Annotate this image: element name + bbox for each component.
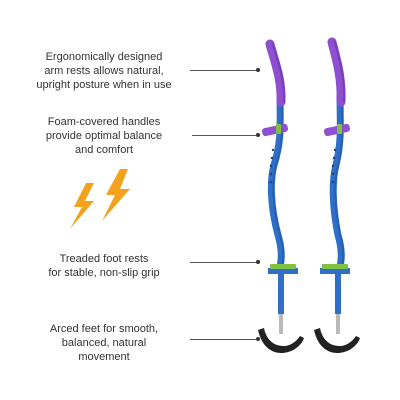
arm-rest-foam <box>327 37 346 107</box>
foot-rest-tread <box>270 264 296 269</box>
feature-line: movement <box>78 351 130 363</box>
stilts-illustration <box>258 37 360 354</box>
handle-ring <box>337 124 342 134</box>
arm-rest-foam-shade <box>334 41 346 103</box>
arced-foot <box>314 328 360 354</box>
metal-extension <box>279 314 283 334</box>
feature-line: for stable, non-slip grip <box>48 267 160 279</box>
lightning-bolt-left <box>70 183 94 229</box>
feature-line: Arced feet for smooth, <box>49 323 159 335</box>
lower-tube <box>278 274 284 314</box>
leader-dot <box>256 337 260 341</box>
feature-line: Ergonomically designed <box>45 51 163 63</box>
leader-dot <box>256 260 260 264</box>
handle-foam <box>262 123 288 137</box>
feature-line: Foam-covered handles <box>47 116 161 128</box>
feature-line: balanced, natural <box>61 337 147 349</box>
feature-line: arm rests allows natural, <box>44 65 164 77</box>
arced-foot <box>258 328 304 354</box>
metal-extension <box>336 314 340 334</box>
leader-line <box>190 262 256 263</box>
feature-text-arced-feet: Arced feet for smooth, balanced, natural… <box>20 322 188 364</box>
foot-rest <box>268 268 298 274</box>
leader-line <box>192 135 256 136</box>
stilt-left <box>258 39 304 354</box>
feature-text-arm-rests: Ergonomically designed arm rests allows … <box>20 50 188 92</box>
foot-rest <box>320 268 350 274</box>
feature-text-handles: Foam-covered handles provide optimal bal… <box>20 115 188 157</box>
lower-tube <box>335 274 341 314</box>
feature-line: provide optimal balance <box>45 130 163 142</box>
feature-line: upright posture when in use <box>36 79 172 91</box>
arm-rest-foam <box>265 39 286 107</box>
lightning-bolt-right <box>102 169 130 221</box>
feature-line: Treaded foot rests <box>59 253 149 265</box>
arm-rest-foam-shade <box>272 43 286 103</box>
leader-line <box>190 70 256 71</box>
feature-text-foot-rests: Treaded foot rests for stable, non-slip … <box>20 252 188 280</box>
foot-rest-tread <box>322 264 348 269</box>
leader-line <box>190 339 256 340</box>
leader-dot <box>256 133 260 137</box>
stilt-tube <box>329 86 345 272</box>
handle-ring <box>276 124 281 134</box>
feature-line: and comfort <box>74 144 134 156</box>
lightning-bolt-icon <box>70 169 130 229</box>
adjustment-holes <box>331 148 337 184</box>
adjustment-holes <box>269 148 275 184</box>
leader-dot <box>256 68 260 72</box>
stilt-right <box>314 37 360 354</box>
